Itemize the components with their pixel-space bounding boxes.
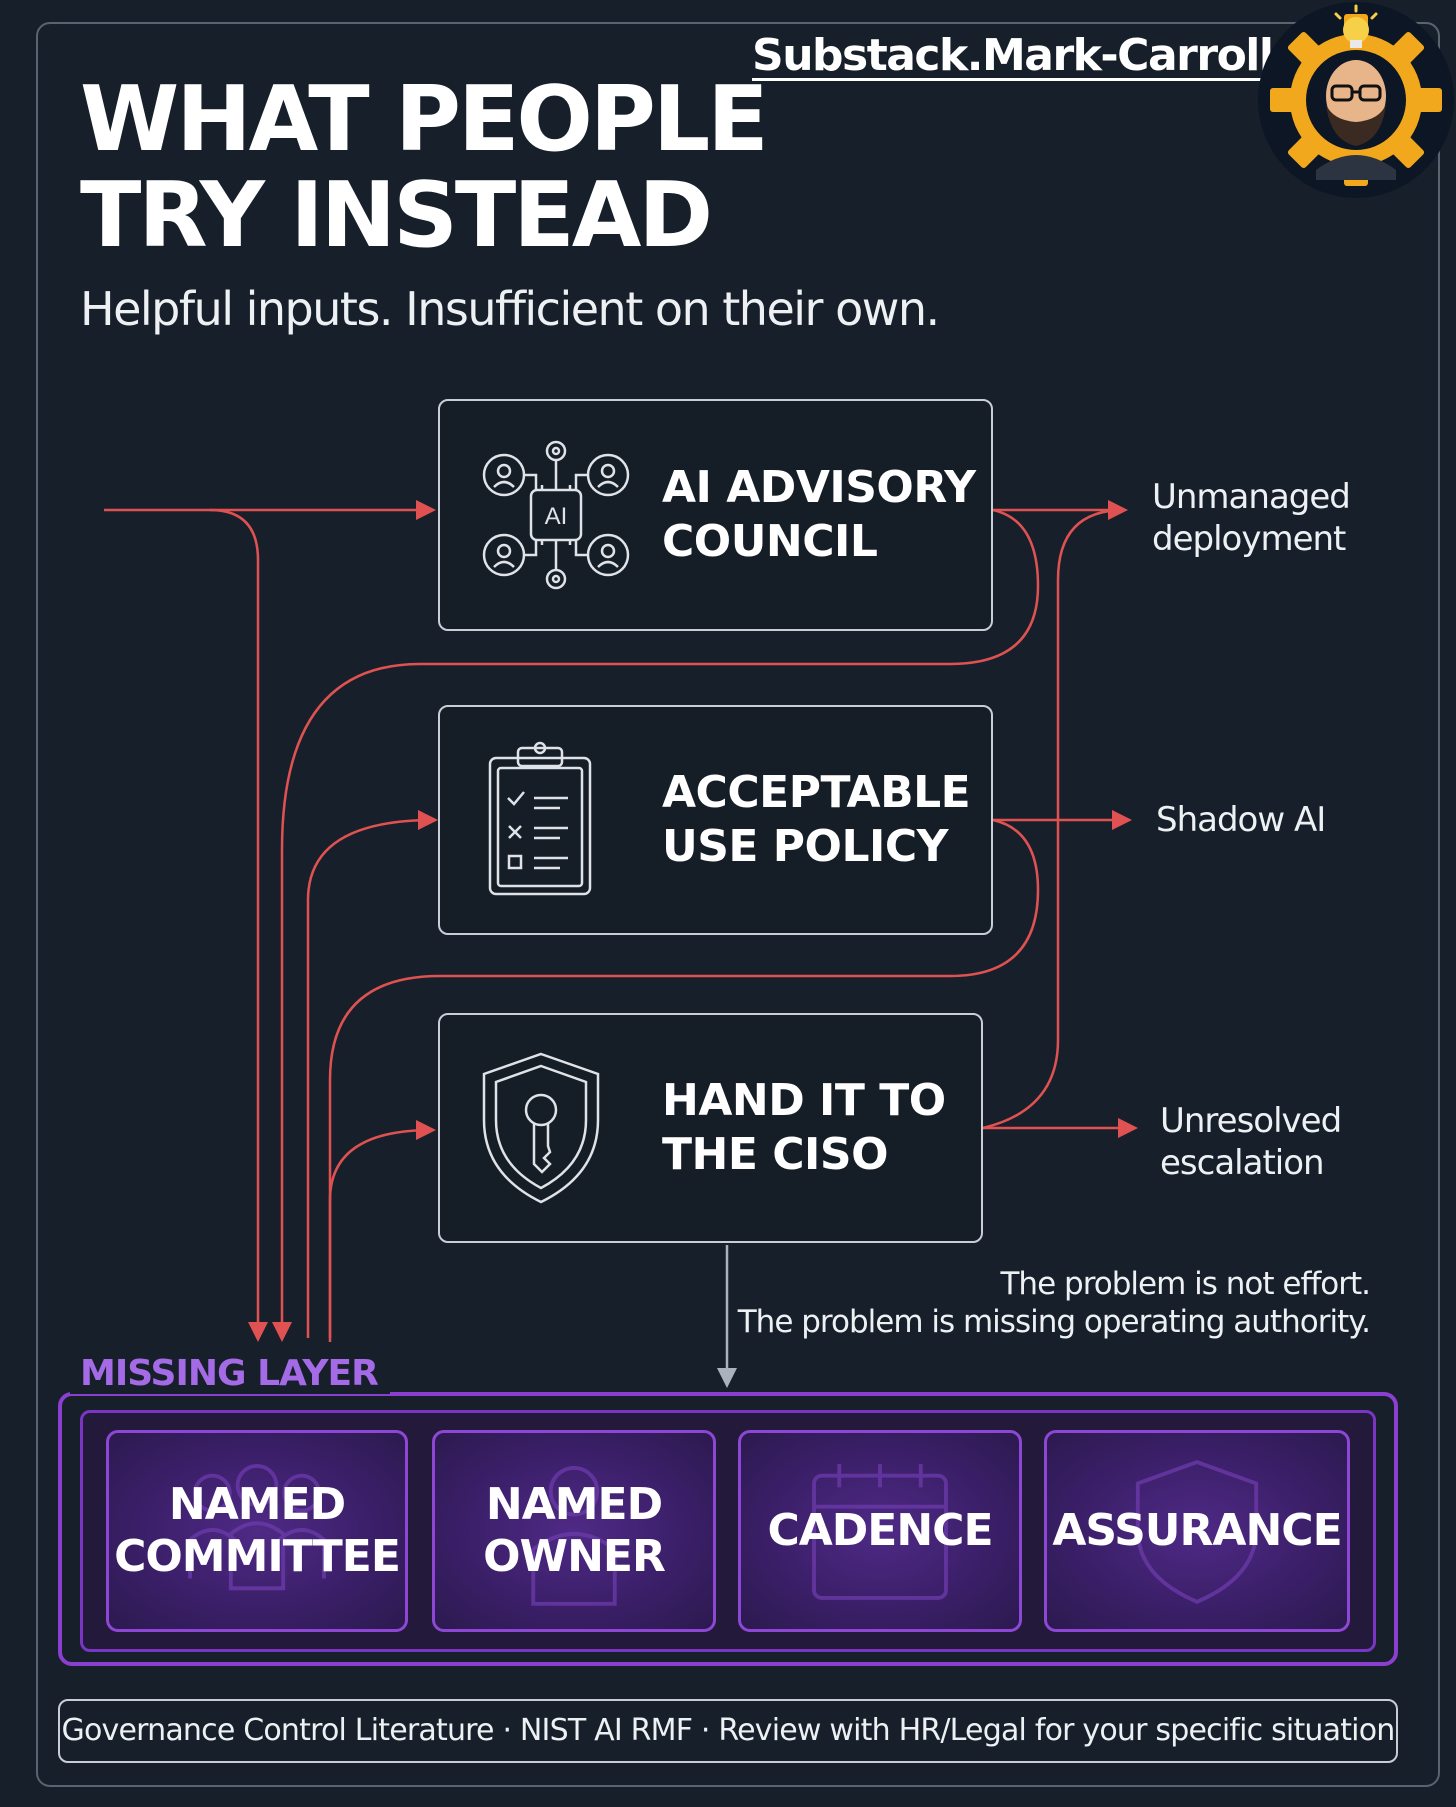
shield-icon bbox=[1135, 1460, 1259, 1604]
input-drop-arrow bbox=[209, 508, 268, 1342]
page-frame bbox=[36, 22, 1440, 1787]
pillar-label: ASSURANCE bbox=[1052, 1505, 1342, 1556]
card-label: AI ADVISORY COUNCIL bbox=[662, 462, 976, 567]
page-subtitle: Helpful inputs. Insufficient on their ow… bbox=[80, 282, 940, 336]
calendar-icon bbox=[812, 1464, 948, 1600]
clipboard-checklist-icon bbox=[488, 741, 592, 896]
outcome-unresolved-escalation: Unresolved escalation bbox=[1160, 1101, 1342, 1183]
missing-layer-title: MISSING LAYER bbox=[70, 1353, 390, 1394]
council-loop-arrow bbox=[272, 508, 1040, 1342]
outcome-shadow-ai: Shadow AI bbox=[1156, 800, 1326, 840]
people-group-icon bbox=[188, 1464, 326, 1591]
missing-layer-box bbox=[58, 1392, 1398, 1666]
card-label: ACCEPTABLE USE POLICY bbox=[662, 767, 971, 872]
pillar-named-committee: NAMED COMMITTEE bbox=[106, 1430, 408, 1632]
ciso-bounce-arrow bbox=[982, 508, 1125, 1130]
pillar-label: NAMED OWNER bbox=[483, 1479, 666, 1582]
problem-note: The problem is not effort. The problem i… bbox=[737, 1266, 1371, 1340]
aup-input-arrow bbox=[306, 810, 438, 1338]
svg-text:AI: AI bbox=[545, 503, 568, 530]
pillar-cadence: CADENCE bbox=[738, 1430, 1022, 1632]
aup-loop-arrow bbox=[328, 818, 1040, 1338]
title-line-2: TRY INSTEAD bbox=[80, 163, 713, 268]
shield-key-icon bbox=[482, 1052, 600, 1204]
ai-council-icon: AI bbox=[482, 440, 630, 590]
ciso-input-arrow bbox=[328, 1120, 436, 1342]
person-icon bbox=[531, 1465, 617, 1606]
card-label: HAND IT TO THE CISO bbox=[662, 1075, 946, 1180]
title-line-1: WHAT PEOPLE bbox=[80, 67, 769, 172]
outcome-unmanaged-deployment: Unmanaged deployment bbox=[1152, 477, 1351, 559]
pillar-label: NAMED COMMITTEE bbox=[114, 1479, 401, 1582]
card-acceptable-use-policy: ACCEPTABLE USE POLICY bbox=[438, 705, 993, 935]
page-title: WHAT PEOPLE TRY INSTEAD bbox=[80, 72, 780, 264]
pillar-label: CADENCE bbox=[767, 1505, 993, 1556]
pillar-named-owner: NAMED OWNER bbox=[432, 1430, 716, 1632]
author-logo-icon bbox=[1258, 2, 1454, 198]
card-hand-it-to-the-ciso: HAND IT TO THE CISO bbox=[438, 1013, 983, 1243]
footer-sources: Governance Control Literature · NIST AI … bbox=[58, 1699, 1398, 1763]
pillar-assurance: ASSURANCE bbox=[1044, 1430, 1350, 1632]
card-ai-advisory-council: AI AI ADVISORY COUNCIL bbox=[438, 399, 993, 631]
